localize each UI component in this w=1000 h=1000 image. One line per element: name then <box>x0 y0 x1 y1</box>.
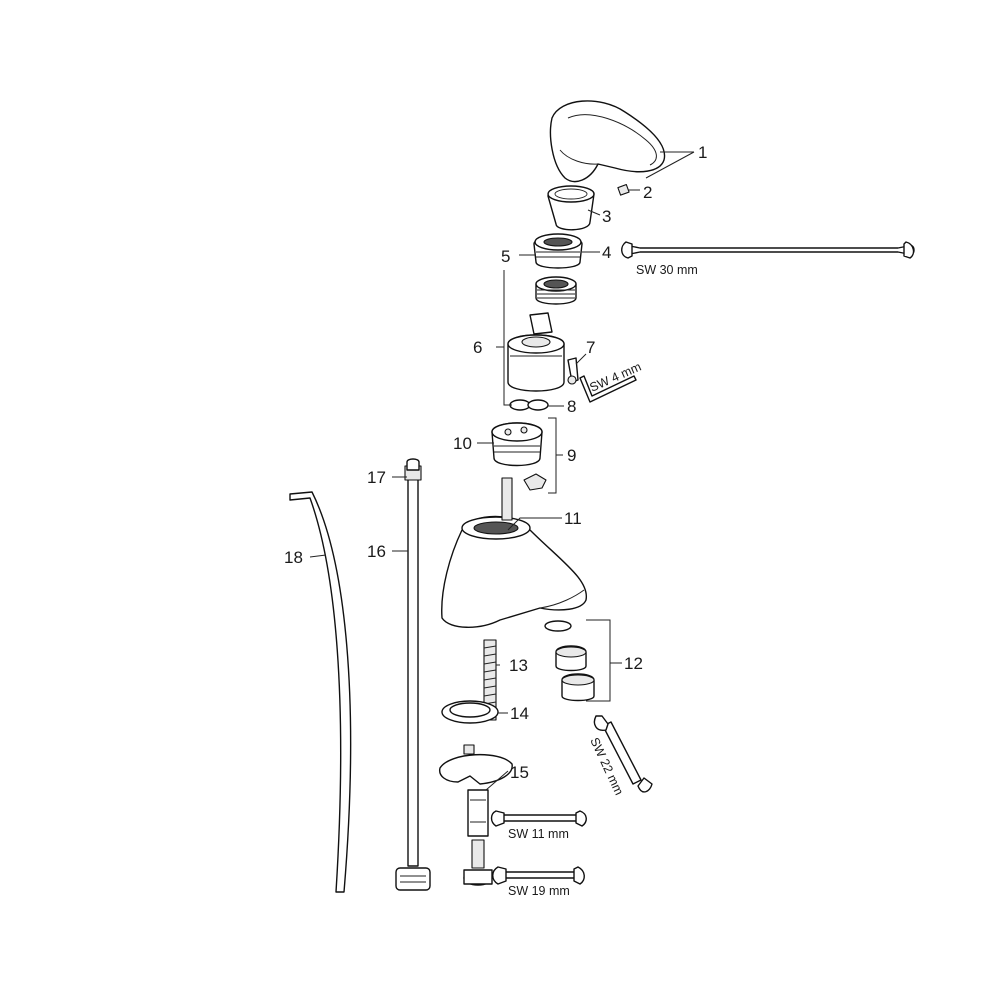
part-16-connection-hose <box>395 465 431 891</box>
part-18-flexible-line <box>289 491 352 893</box>
callout-9: 9 <box>567 446 576 465</box>
wrench-icon-sw22 <box>593 715 653 793</box>
part-14-gasket-ring <box>441 700 499 724</box>
tool-label-sw11: SW 11 mm <box>508 827 569 841</box>
wrench-icon-sw30 <box>621 241 915 259</box>
callout-11: 11 <box>564 509 582 528</box>
callout-5: 5 <box>501 247 510 266</box>
part-1-handle-lever <box>549 100 666 183</box>
callout-1: 1 <box>698 143 707 162</box>
part-9-clip <box>523 473 547 491</box>
part-5-threaded-sleeve <box>535 276 577 305</box>
part-17-hose-tip <box>406 458 420 471</box>
part-12-aerator <box>544 620 595 702</box>
part-8-o-rings <box>509 399 549 411</box>
part-7-screw <box>567 357 579 385</box>
part-4-bonnet-nut <box>533 233 583 269</box>
callout-16: 16 <box>367 542 386 561</box>
part-13-threaded-rod <box>483 639 497 721</box>
callout-7: 7 <box>586 338 595 357</box>
callout-8: 8 <box>567 397 576 416</box>
tool-label-sw19: SW 19 mm <box>508 884 570 898</box>
part-15-mounting-bracket <box>439 744 513 886</box>
leader-lines <box>309 151 695 791</box>
hex-key-icon-sw4 <box>579 375 637 403</box>
callout-12: 12 <box>624 654 643 673</box>
callout-3: 3 <box>602 207 611 226</box>
tool-label-sw30: SW 30 mm <box>636 263 698 277</box>
callout-18: 18 <box>284 548 303 567</box>
part-2-grub-screw <box>617 183 630 196</box>
callout-17: 17 <box>367 468 386 487</box>
wrench-icon-sw11 <box>490 810 587 827</box>
part-3-cover-ring <box>547 185 595 231</box>
callout-2: 2 <box>643 183 652 202</box>
part-11-mixer-body <box>441 477 587 628</box>
wrench-icon-sw19 <box>492 866 585 885</box>
callout-labels: 1 2 3 4 5 6 7 8 9 10 11 12 13 14 15 16 1… <box>284 143 707 782</box>
part-10-base-unit <box>491 422 543 467</box>
callout-4: 4 <box>602 243 611 262</box>
callout-14: 14 <box>510 704 529 723</box>
callout-10: 10 <box>453 434 472 453</box>
callout-15: 15 <box>510 763 529 782</box>
callout-6: 6 <box>473 338 482 357</box>
callout-13: 13 <box>509 656 528 675</box>
part-6-cartridge <box>507 312 565 392</box>
